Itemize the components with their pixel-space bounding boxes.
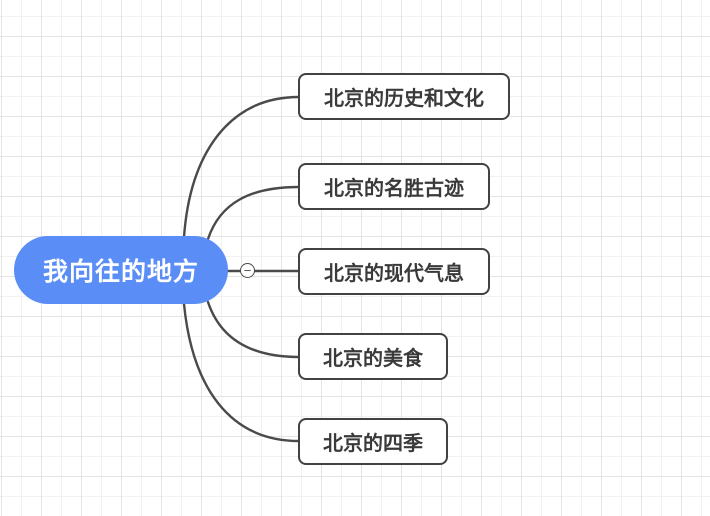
child-node-3-label: 北京的现代气息 — [324, 263, 464, 285]
child-node-2-label: 北京的名胜古迹 — [324, 178, 464, 200]
connector-root-to-child-4 — [206, 300, 301, 359]
connector-root-to-child-2 — [206, 185, 301, 241]
child-node-4-label: 北京的美食 — [323, 348, 423, 370]
collapse-toggle-button[interactable]: − — [240, 263, 255, 278]
child-node-1[interactable]: 北京的历史和文化 — [298, 73, 510, 120]
connector-root-to-child-1 — [182, 95, 301, 239]
child-node-2[interactable]: 北京的名胜古迹 — [298, 163, 490, 210]
child-node-4[interactable]: 北京的美食 — [298, 333, 448, 380]
child-node-5[interactable]: 北京的四季 — [298, 418, 448, 465]
minus-icon: − — [243, 263, 252, 278]
root-node-label: 我向往的地方 — [42, 258, 199, 286]
root-node[interactable]: 我向往的地方 — [14, 236, 228, 304]
child-node-3[interactable]: 北京的现代气息 — [298, 248, 490, 295]
child-node-5-label: 北京的四季 — [323, 433, 423, 455]
child-node-1-label: 北京的历史和文化 — [324, 88, 484, 110]
connector-root-to-child-5 — [182, 302, 301, 443]
